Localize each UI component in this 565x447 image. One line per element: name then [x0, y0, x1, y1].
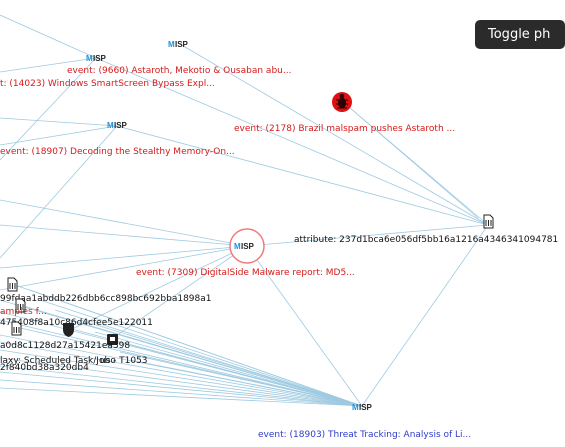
misp-logo-icon: M ISP	[107, 121, 128, 130]
node-label: event: (2178) Brazil malspam pushes Asta…	[234, 124, 455, 134]
toggle-physics-button[interactable]: Toggle ph	[475, 20, 565, 49]
svg-text:ISP: ISP	[93, 54, 107, 63]
node-label: event: (7309) DigitalSide Malware report…	[136, 268, 355, 278]
node-event-7309[interactable]: M ISP event: (7309) DigitalSide Malware …	[136, 228, 355, 278]
svg-text:M: M	[234, 242, 241, 251]
node-event-2178[interactable]: event: (2178) Brazil malspam pushes Asta…	[234, 92, 455, 134]
svg-text:ISP: ISP	[175, 40, 189, 49]
svg-text:ISP: ISP	[359, 403, 373, 412]
cluster-hash-1[interactable]: 99fdaa1abddb226dbb6cc898bc692bba1898a1	[0, 294, 212, 304]
node-event-9660[interactable]: M ISP event: (9660) Astaroth, Mekotio & …	[67, 40, 291, 76]
svg-text:ISP: ISP	[241, 242, 255, 251]
misp-logo-icon: M ISP	[86, 54, 107, 63]
svg-text:M: M	[168, 40, 175, 49]
left-cluster: 99fdaa1abddb226dbb6cc898bc692bba1898a1 a…	[0, 277, 212, 373]
svg-text:ISP: ISP	[114, 121, 128, 130]
node-label: event: (9660) Astaroth, Mekotio & Ousaba…	[67, 66, 291, 76]
misp-logo-icon: M ISP	[234, 242, 255, 251]
cluster-hash-2[interactable]: 475408f8a10c86d4cfee5e122011	[0, 318, 153, 328]
svg-text:M: M	[86, 54, 93, 63]
selection-ring	[229, 228, 265, 264]
cluster-hash-4[interactable]: 2f840bd38a320db4	[0, 363, 89, 373]
node-label: t: (14023) Windows SmartScreen Bypass Ex…	[0, 79, 215, 89]
node-event-18903[interactable]: M ISP event: (18903) Threat Tracking: An…	[258, 403, 471, 440]
misp-logo-icon: M ISP	[168, 40, 189, 49]
node-event-14023[interactable]: M ISP t: (14023) Windows SmartScreen Byp…	[0, 54, 215, 89]
node-attribute[interactable]: attribute: 237d1bca6e056df5bb16a1216a434…	[294, 214, 558, 245]
node-label: event: (18907) Decoding the Stealthy Mem…	[0, 147, 235, 157]
cluster-hash-3[interactable]: a0d8c1128d27a15421ea398	[0, 341, 130, 351]
file-icon	[483, 214, 494, 229]
file-icon[interactable]	[15, 298, 26, 313]
cluster-galaxy[interactable]: laxy: Scheduled Task/Job - T1053	[0, 356, 148, 366]
bug-icon	[332, 92, 352, 112]
cluster-uso[interactable]: uso	[100, 356, 116, 366]
node-label: attribute: 237d1bca6e056df5bb16a1216a434…	[294, 235, 558, 245]
shield-icon[interactable]	[63, 323, 74, 337]
file-icon[interactable]	[7, 277, 18, 292]
node-label: event: (18903) Threat Tracking: Analysis…	[258, 430, 471, 440]
svg-text:M: M	[107, 121, 114, 130]
graph-edges	[0, 14, 489, 407]
cluster-samples[interactable]: amples f...	[0, 307, 47, 317]
node-event-18907[interactable]: M ISP event: (18907) Decoding the Stealt…	[0, 121, 235, 157]
tool-icon[interactable]	[107, 334, 118, 345]
svg-text:M: M	[352, 403, 359, 412]
file-icon[interactable]	[11, 321, 22, 336]
misp-logo-icon: M ISP	[352, 403, 373, 412]
